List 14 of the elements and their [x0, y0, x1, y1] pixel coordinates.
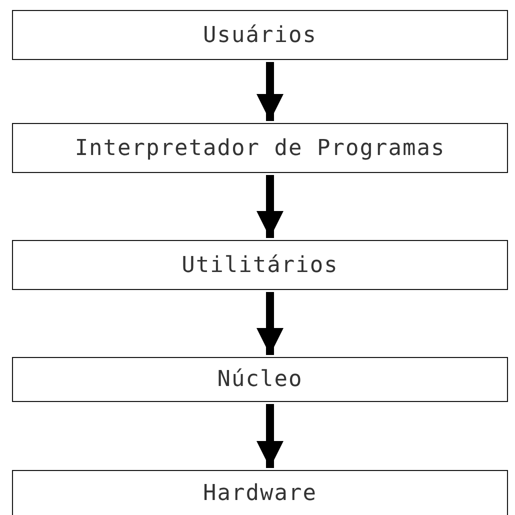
layer-label: Interpretador de Programas [74, 136, 446, 160]
arrow [256, 404, 284, 468]
arrow [256, 292, 284, 355]
layer-label: Hardware [203, 480, 317, 506]
layer-label: Núcleo [217, 367, 303, 392]
arrow [256, 175, 284, 238]
layer-box [12, 123, 508, 173]
layer-box [12, 10, 508, 60]
layer-box [12, 470, 508, 515]
layer-label: Usuários [203, 22, 317, 48]
layer-box [12, 357, 508, 402]
arrow [256, 62, 284, 121]
layer-box [12, 240, 508, 290]
layer-label: Utilitários [182, 252, 338, 278]
